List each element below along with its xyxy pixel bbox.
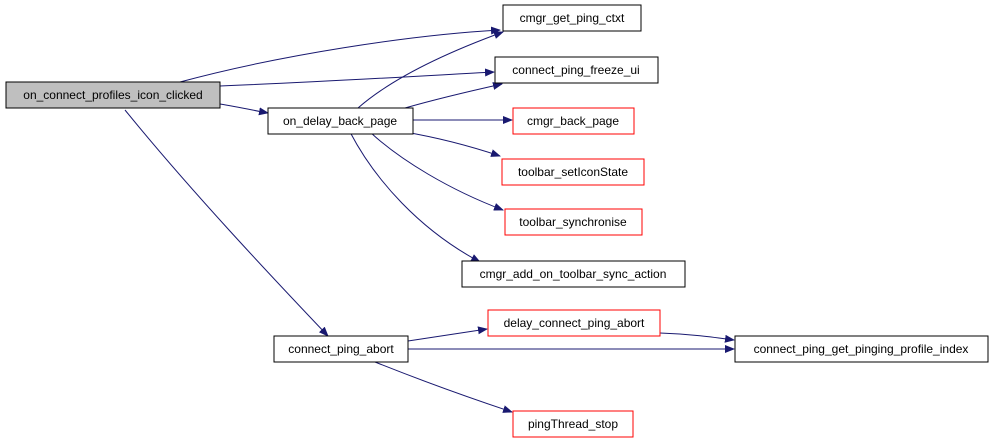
node-label: on_connect_profiles_icon_clicked [23,88,202,102]
edge-on_delay_back_page-to-toolbar_setIconState [404,131,501,157]
edge-connect_ping_abort-to-delay_connect_ping_abort [407,326,488,342]
edge-on_delay_back_page-to-cmgr_get_ping_ctxt [357,31,504,109]
edges [124,26,735,413]
node-on_delay_back_page[interactable]: on_delay_back_page [267,107,414,135]
node-label: cmgr_get_ping_ctxt [520,11,625,25]
node-cmgr_back_page[interactable]: cmgr_back_page [512,107,635,135]
node-label: connect_ping_freeze_ui [512,63,639,77]
edge-root-to-connect_ping_freeze_ui [219,68,495,87]
node-toolbar_setIconState[interactable]: toolbar_setIconState [501,158,645,186]
node-label: connect_ping_abort [288,342,394,356]
edge-connect_ping_abort-to-pingThread_stop [374,361,513,413]
edge-delay_connect_ping_abort-to-connect_ping_get_pinging_profile_index [659,332,735,343]
node-cmgr_add_on_toolbar_sync_action[interactable]: cmgr_add_on_toolbar_sync_action [461,260,686,288]
node-connect_ping_freeze_ui[interactable]: connect_ping_freeze_ui [494,56,659,84]
node-cmgr_get_ping_ctxt[interactable]: cmgr_get_ping_ctxt [502,4,642,32]
edge-on_delay_back_page-to-cmgr_add_on_toolbar_sync_action [349,131,481,263]
node-label: delay_connect_ping_abort [504,316,645,330]
node-pingThread_stop[interactable]: pingThread_stop [512,410,634,438]
node-label: on_delay_back_page [283,114,397,128]
nodes: on_connect_profiles_icon_clicked cmgr_ge… [5,4,989,438]
edge-root-to-connect_ping_abort [124,109,329,337]
node-delay_connect_ping_abort[interactable]: delay_connect_ping_abort [487,309,661,337]
node-label: toolbar_synchronise [519,215,627,229]
node-label: cmgr_back_page [527,114,619,128]
node-toolbar_synchronise[interactable]: toolbar_synchronise [504,208,643,236]
edge-root-to-cmgr_get_ping_ctxt [179,26,501,83]
edge-on_delay_back_page-to-toolbar_synchronise [369,131,504,211]
node-label: connect_ping_get_pinging_profile_index [754,342,969,356]
node-connect_ping_abort[interactable]: connect_ping_abort [273,335,409,363]
node-connect_ping_get_pinging_profile_index[interactable]: connect_ping_get_pinging_profile_index [734,335,989,363]
node-label: cmgr_add_on_toolbar_sync_action [480,267,667,281]
node-label: toolbar_setIconState [518,165,628,179]
node-label: pingThread_stop [528,417,618,431]
edge-root-to-on_delay_back_page [219,103,269,116]
node-on_connect_profiles_icon_clicked[interactable]: on_connect_profiles_icon_clicked [5,81,221,109]
edge-on_delay_back_page-to-connect_ping_freeze_ui [404,82,503,109]
